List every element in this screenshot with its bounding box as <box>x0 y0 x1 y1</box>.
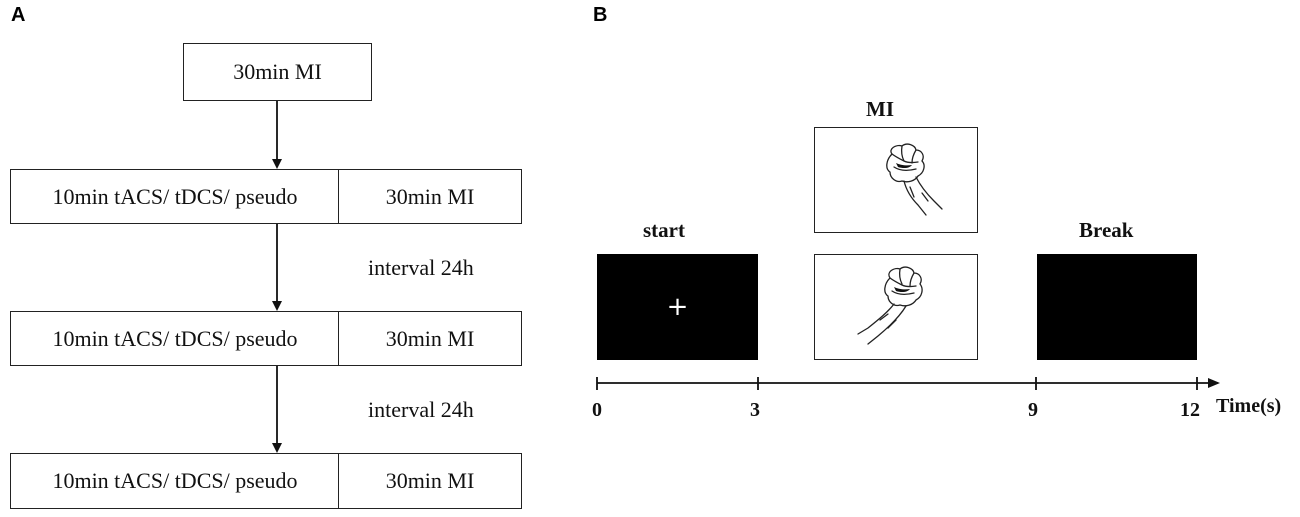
time-axis-label: Time(s) <box>1216 395 1282 417</box>
mi-screen-bottom <box>814 254 978 360</box>
top-mi-box: 30min MI <box>183 43 372 101</box>
break-screen <box>1037 254 1197 360</box>
fist-hand-icon <box>885 143 943 216</box>
session-3-mi-box: 30min MI <box>338 453 522 509</box>
interval-1-label: interval 24h <box>368 255 474 280</box>
start-label: start <box>643 218 685 242</box>
session-1-mi-box: 30min MI <box>338 169 522 224</box>
start-screen: + <box>597 254 758 360</box>
mi-screen-top <box>814 127 978 233</box>
tick-label-0: 0 <box>592 399 602 421</box>
interval-2-label: interval 24h <box>368 397 474 422</box>
fist-hand-icon <box>856 266 923 345</box>
top-mi-label: 30min MI <box>233 59 322 84</box>
session-2-stim-label: 10min tACS/ tDCS/ pseudo <box>52 325 298 351</box>
session-2-mi-box: 30min MI <box>338 311 522 366</box>
session-2-mi-label: 30min MI <box>385 325 475 351</box>
mi-label: MI <box>866 97 894 121</box>
tick-label-12: 12 <box>1180 399 1200 421</box>
tick-label-3: 3 <box>750 399 760 421</box>
break-label: Break <box>1079 218 1134 242</box>
tick-label-9: 9 <box>1028 399 1038 421</box>
panel-b-letter: B <box>593 4 608 26</box>
panel-a-letter: A <box>11 4 26 26</box>
session-3-stim-label: 10min tACS/ tDCS/ pseudo <box>52 468 298 493</box>
session-3-stim-box: 10min tACS/ tDCS/ pseudo <box>10 453 340 509</box>
session-2-stim-box: 10min tACS/ tDCS/ pseudo <box>10 311 340 366</box>
session-1-mi-label: 30min MI <box>385 183 475 209</box>
session-3-mi-label: 30min MI <box>385 468 475 493</box>
fixation-cross: + <box>666 292 689 322</box>
session-1-stim-label: 10min tACS/ tDCS/ pseudo <box>52 183 298 209</box>
